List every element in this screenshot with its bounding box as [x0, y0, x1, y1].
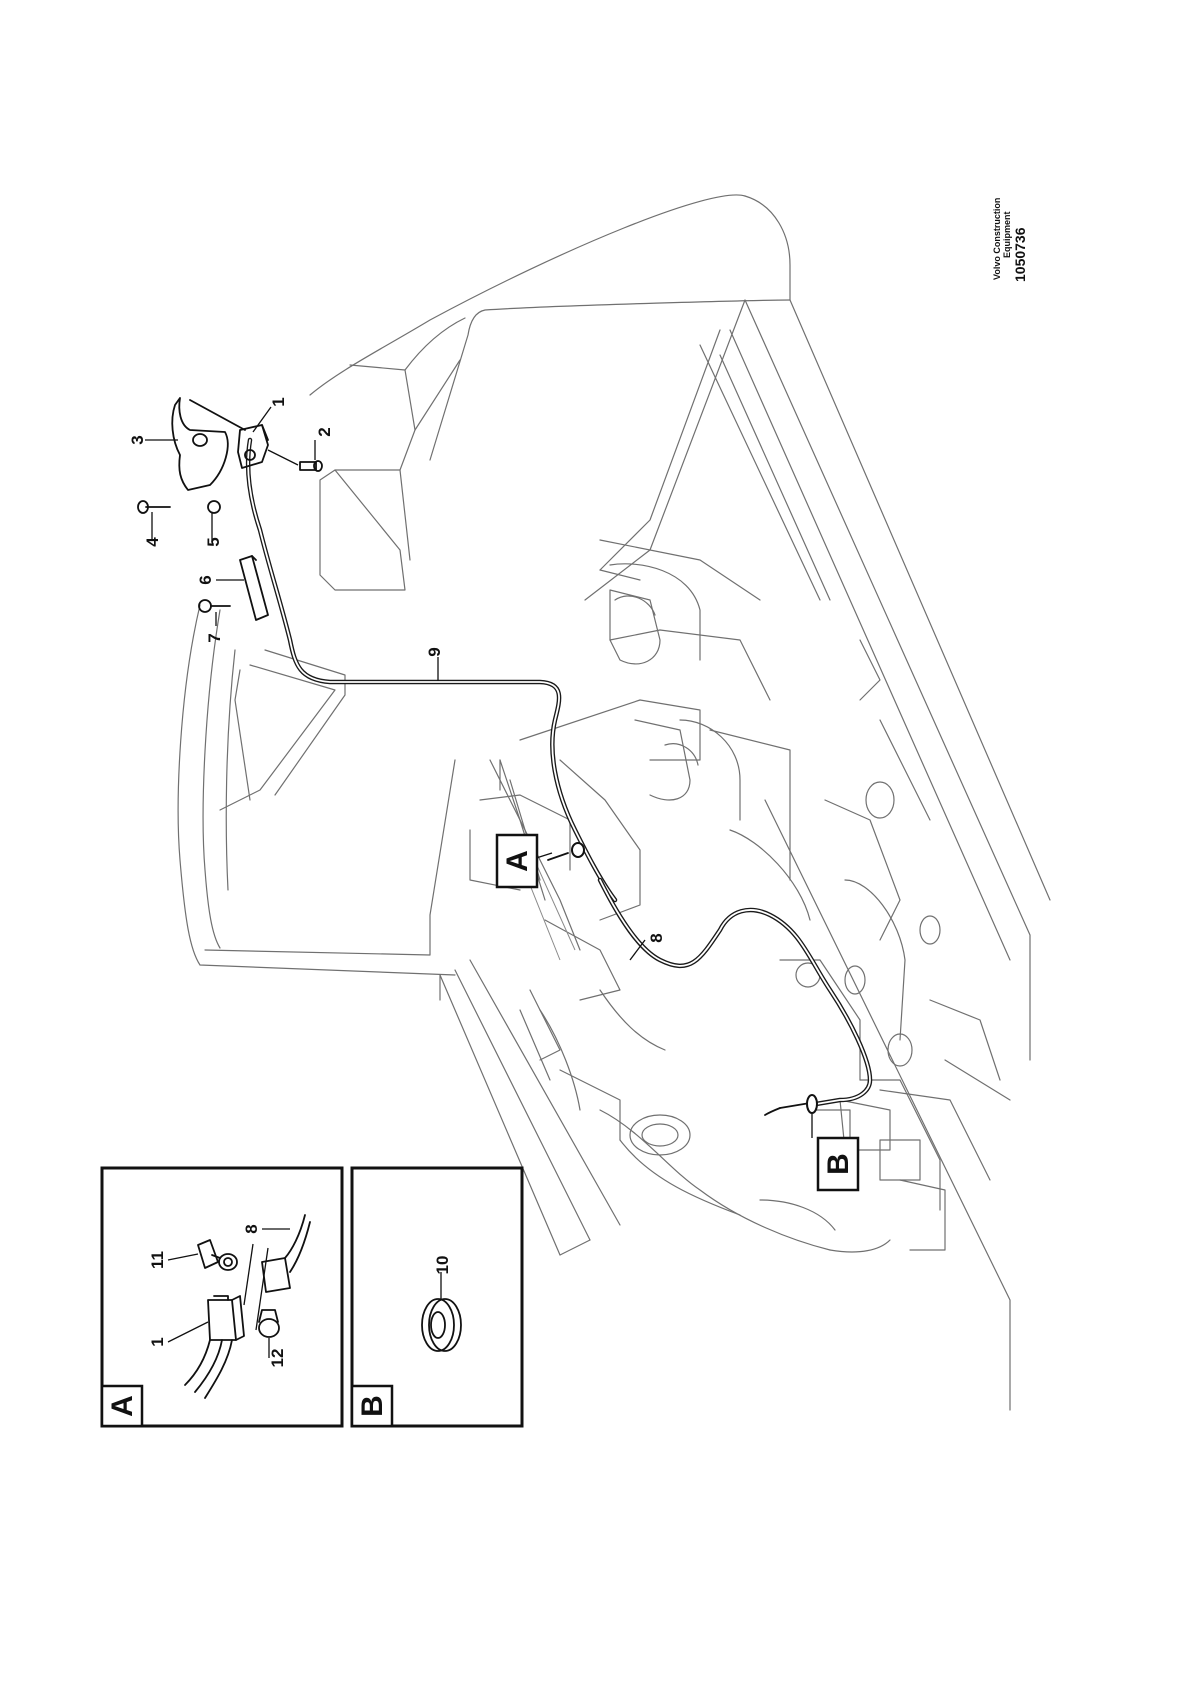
- callout-11: 11: [148, 1251, 167, 1269]
- bolt-4: [137, 500, 171, 514]
- screw-7: [198, 599, 231, 613]
- detail-marker-a: A: [495, 833, 539, 889]
- inset-a-callout-1: 1: [148, 1337, 167, 1346]
- callout-1: 1: [269, 397, 288, 406]
- doc-ref-line2: Equipment: [1002, 211, 1012, 258]
- inset-b-label: B: [356, 1395, 389, 1417]
- ring-terminal-11: [197, 1239, 238, 1271]
- detail-marker-a-label: A: [501, 850, 534, 872]
- sensor-bracket-3: [171, 397, 246, 491]
- wire-harness: [245, 437, 873, 1116]
- doc-ref-number: 1050736: [1012, 227, 1028, 282]
- callout-8: 8: [647, 933, 666, 942]
- clip-6: [239, 555, 269, 621]
- callout-3: 3: [128, 435, 147, 444]
- detail-marker-b: B: [816, 1136, 860, 1192]
- sensor-1: [237, 424, 269, 469]
- connector-8: [261, 1214, 311, 1293]
- callout-4: 4: [143, 537, 162, 547]
- screw-12: [258, 1309, 280, 1338]
- callout-7: 7: [205, 633, 224, 642]
- nut-5: [207, 500, 221, 514]
- screw-2: [267, 449, 323, 472]
- grommet-10: [421, 1298, 462, 1352]
- callout-12: 12: [268, 1349, 287, 1368]
- callout-9: 9: [425, 647, 444, 656]
- doc-ref-line1: Volvo Construction: [992, 198, 1002, 280]
- inset-a-callout-8: 8: [242, 1224, 261, 1233]
- detail-marker-b-label: B: [822, 1153, 855, 1175]
- inset-a-label: A: [106, 1395, 139, 1417]
- document-reference: Volvo Construction Equipment 1050736: [992, 198, 1028, 282]
- callout-2: 2: [315, 427, 334, 436]
- callout-leaders: [145, 406, 813, 1138]
- inset-b: B 10: [350, 1166, 524, 1428]
- callout-10: 10: [433, 1256, 452, 1275]
- machine-frame-linework: [177, 194, 1051, 1411]
- callout-labels: 1 2 3 4 5 6 7 8 9: [128, 397, 666, 942]
- callout-6: 6: [196, 575, 215, 584]
- callout-5: 5: [204, 537, 223, 546]
- inset-a: A 1 11: [100, 1166, 344, 1428]
- connector-1: [184, 1295, 245, 1399]
